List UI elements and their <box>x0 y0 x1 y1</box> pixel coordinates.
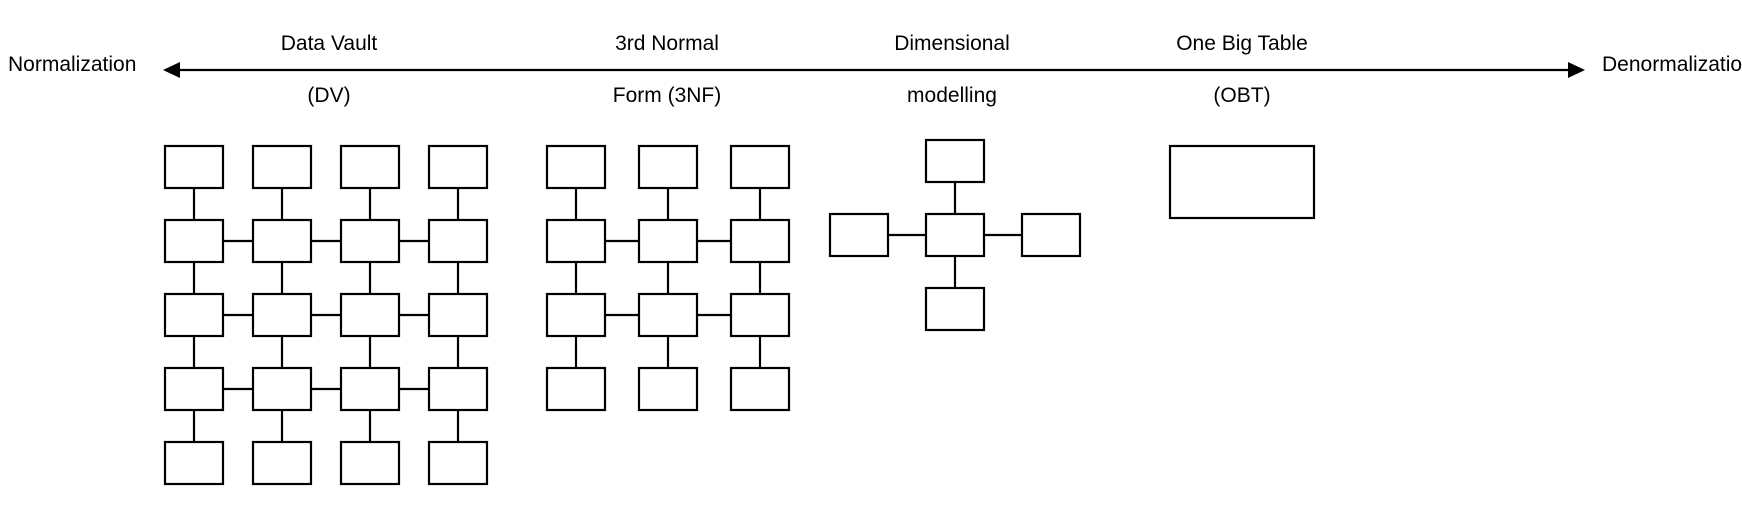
table-box <box>637 292 699 338</box>
table-box <box>163 366 225 412</box>
table-box <box>729 144 791 190</box>
table-box <box>729 218 791 264</box>
stage-label-third-normal-form: 3rd Normal Form (3NF) <box>567 5 767 135</box>
table-box <box>163 292 225 338</box>
dimensional-star-diagram <box>828 138 1082 332</box>
table-box <box>729 366 791 412</box>
one-big-table-box <box>1168 144 1316 220</box>
stage-title-line2: (DV) <box>307 84 351 107</box>
dimension-table-box <box>924 138 986 184</box>
table-box <box>729 292 791 338</box>
table-box <box>427 218 489 264</box>
table-box <box>251 440 313 486</box>
table-box <box>427 292 489 338</box>
table-box <box>163 144 225 190</box>
table-box <box>637 218 699 264</box>
stage-title-line1: One Big Table <box>1176 32 1308 55</box>
table-box <box>427 440 489 486</box>
table-box <box>251 218 313 264</box>
table-box <box>163 440 225 486</box>
dimension-table-box <box>828 212 890 258</box>
stage-label-one-big-table: One Big Table (OBT) <box>1142 5 1342 135</box>
table-box <box>339 440 401 486</box>
table-box <box>339 366 401 412</box>
third-normal-form-diagram <box>545 144 791 412</box>
stage-title-line2: modelling <box>907 84 997 107</box>
table-box <box>251 292 313 338</box>
table-box <box>545 366 607 412</box>
axis-label-denormalization: Denormalization <box>1602 53 1742 76</box>
table-box <box>427 366 489 412</box>
table-box <box>545 218 607 264</box>
table-box <box>339 144 401 190</box>
normalization-axis <box>163 62 1585 78</box>
arrowhead-left-icon <box>163 62 180 78</box>
stage-title-line1: Data Vault <box>280 32 378 55</box>
table-box <box>427 144 489 190</box>
stage-label-dimensional-modelling: Dimensional modelling <box>852 5 1052 135</box>
one-big-table-diagram <box>1168 144 1316 220</box>
stage-label-data-vault: Data Vault (DV) <box>229 5 429 135</box>
table-box <box>545 292 607 338</box>
fact-table-box <box>924 212 986 258</box>
table-box <box>251 366 313 412</box>
stage-title-line1: 3rd Normal <box>615 32 719 55</box>
dimension-table-box <box>924 286 986 332</box>
table-box <box>339 292 401 338</box>
axis-label-normalization: Normalization <box>8 53 137 76</box>
data-vault-diagram <box>163 144 489 486</box>
stage-title-line2: Form (3NF) <box>612 84 722 107</box>
stage-title-line1: Dimensional <box>894 32 1010 55</box>
table-box <box>163 218 225 264</box>
table-box <box>251 144 313 190</box>
table-box <box>637 366 699 412</box>
stage-title-line2: (OBT) <box>1213 84 1271 107</box>
table-box <box>545 144 607 190</box>
table-box <box>637 144 699 190</box>
arrowhead-right-icon <box>1568 62 1585 78</box>
dimension-table-box <box>1020 212 1082 258</box>
table-box <box>339 218 401 264</box>
